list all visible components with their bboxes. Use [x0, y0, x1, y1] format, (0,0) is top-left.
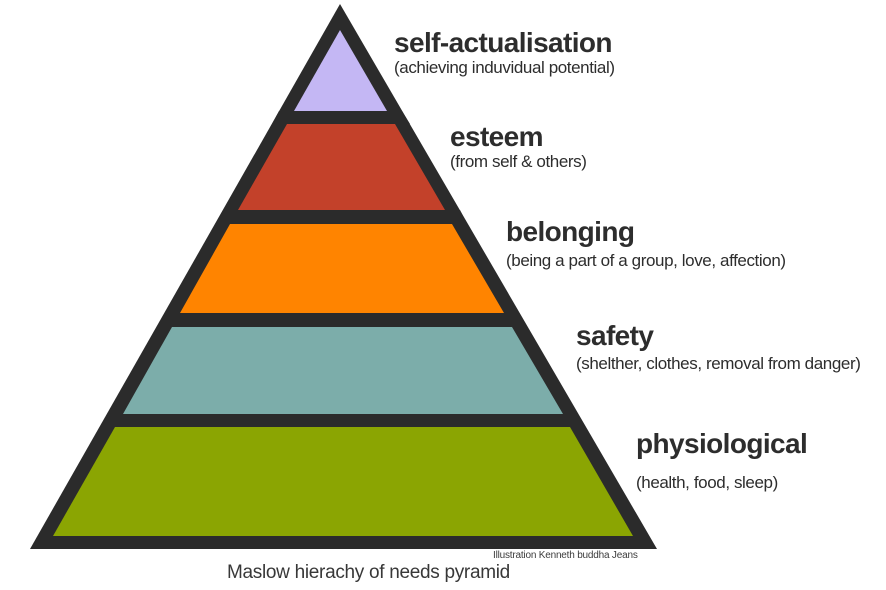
- label-physiological: physiological (health, food, sleep): [636, 428, 808, 493]
- label-physiological-title: physiological: [636, 428, 808, 459]
- pyramid-segment-physiological: [53, 427, 633, 536]
- label-safety-title: safety: [576, 320, 654, 351]
- label-self-actualisation-title: self-actualisation: [394, 27, 613, 58]
- label-belonging: belonging (being a part of a group, love…: [506, 217, 786, 271]
- figure-caption: Maslow hierachy of needs pyramid: [227, 562, 510, 583]
- pyramid-segment-belonging: [180, 224, 504, 313]
- label-esteem-description: (from self & others): [450, 152, 587, 172]
- label-self-actualisation: self-actualisation (achieving induvidual…: [394, 28, 615, 78]
- label-safety: safety (shelther, clothes, removal from …: [576, 320, 861, 374]
- label-belonging-description: (being a part of a group, love, affectio…: [506, 251, 786, 271]
- illustration-credit: Illustration Kenneth buddha Jeans: [493, 550, 638, 561]
- pyramid-segment-self-actualisation: [294, 30, 387, 111]
- label-safety-description: (shelther, clothes, removal from danger): [576, 354, 861, 374]
- pyramid-separator-2: [216, 210, 467, 224]
- label-esteem-title: esteem: [450, 121, 544, 152]
- label-self-actualisation-description: (achieving induvidual potential): [394, 58, 615, 78]
- label-esteem: esteem (from self & others): [450, 122, 587, 172]
- pyramid-separator-3: [157, 313, 527, 327]
- pyramid-segment-safety: [123, 327, 563, 414]
- pyramid-separator-4: [100, 414, 585, 427]
- label-physiological-description: (health, food, sleep): [636, 473, 778, 493]
- pyramid-separator-1: [272, 111, 410, 124]
- label-belonging-title: belonging: [506, 216, 635, 247]
- pyramid-segment-esteem: [238, 124, 445, 210]
